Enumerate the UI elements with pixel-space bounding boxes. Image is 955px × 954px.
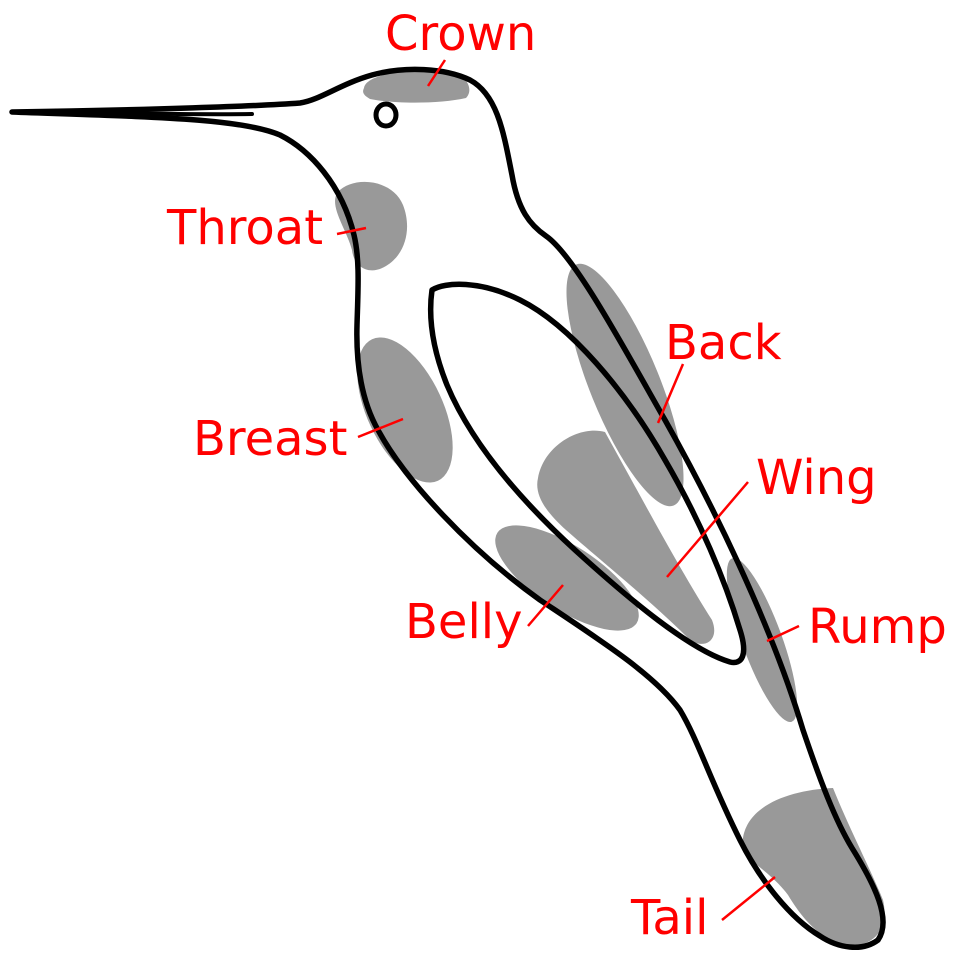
wing-label: Wing xyxy=(756,450,877,506)
body-outline xyxy=(12,69,883,947)
bird-outline xyxy=(12,69,883,947)
eye xyxy=(376,104,396,126)
rump-label: Rump xyxy=(808,599,947,655)
throat-label: Throat xyxy=(166,200,323,256)
crown-label: Crown xyxy=(385,6,536,62)
throat-patch xyxy=(335,182,407,270)
tail-leader xyxy=(722,877,775,920)
region-patches xyxy=(335,70,884,946)
back-label: Back xyxy=(665,315,782,371)
tail-label: Tail xyxy=(630,890,708,946)
bill-line xyxy=(12,112,252,114)
belly-label: Belly xyxy=(405,594,523,650)
breast-label: Breast xyxy=(193,411,347,467)
